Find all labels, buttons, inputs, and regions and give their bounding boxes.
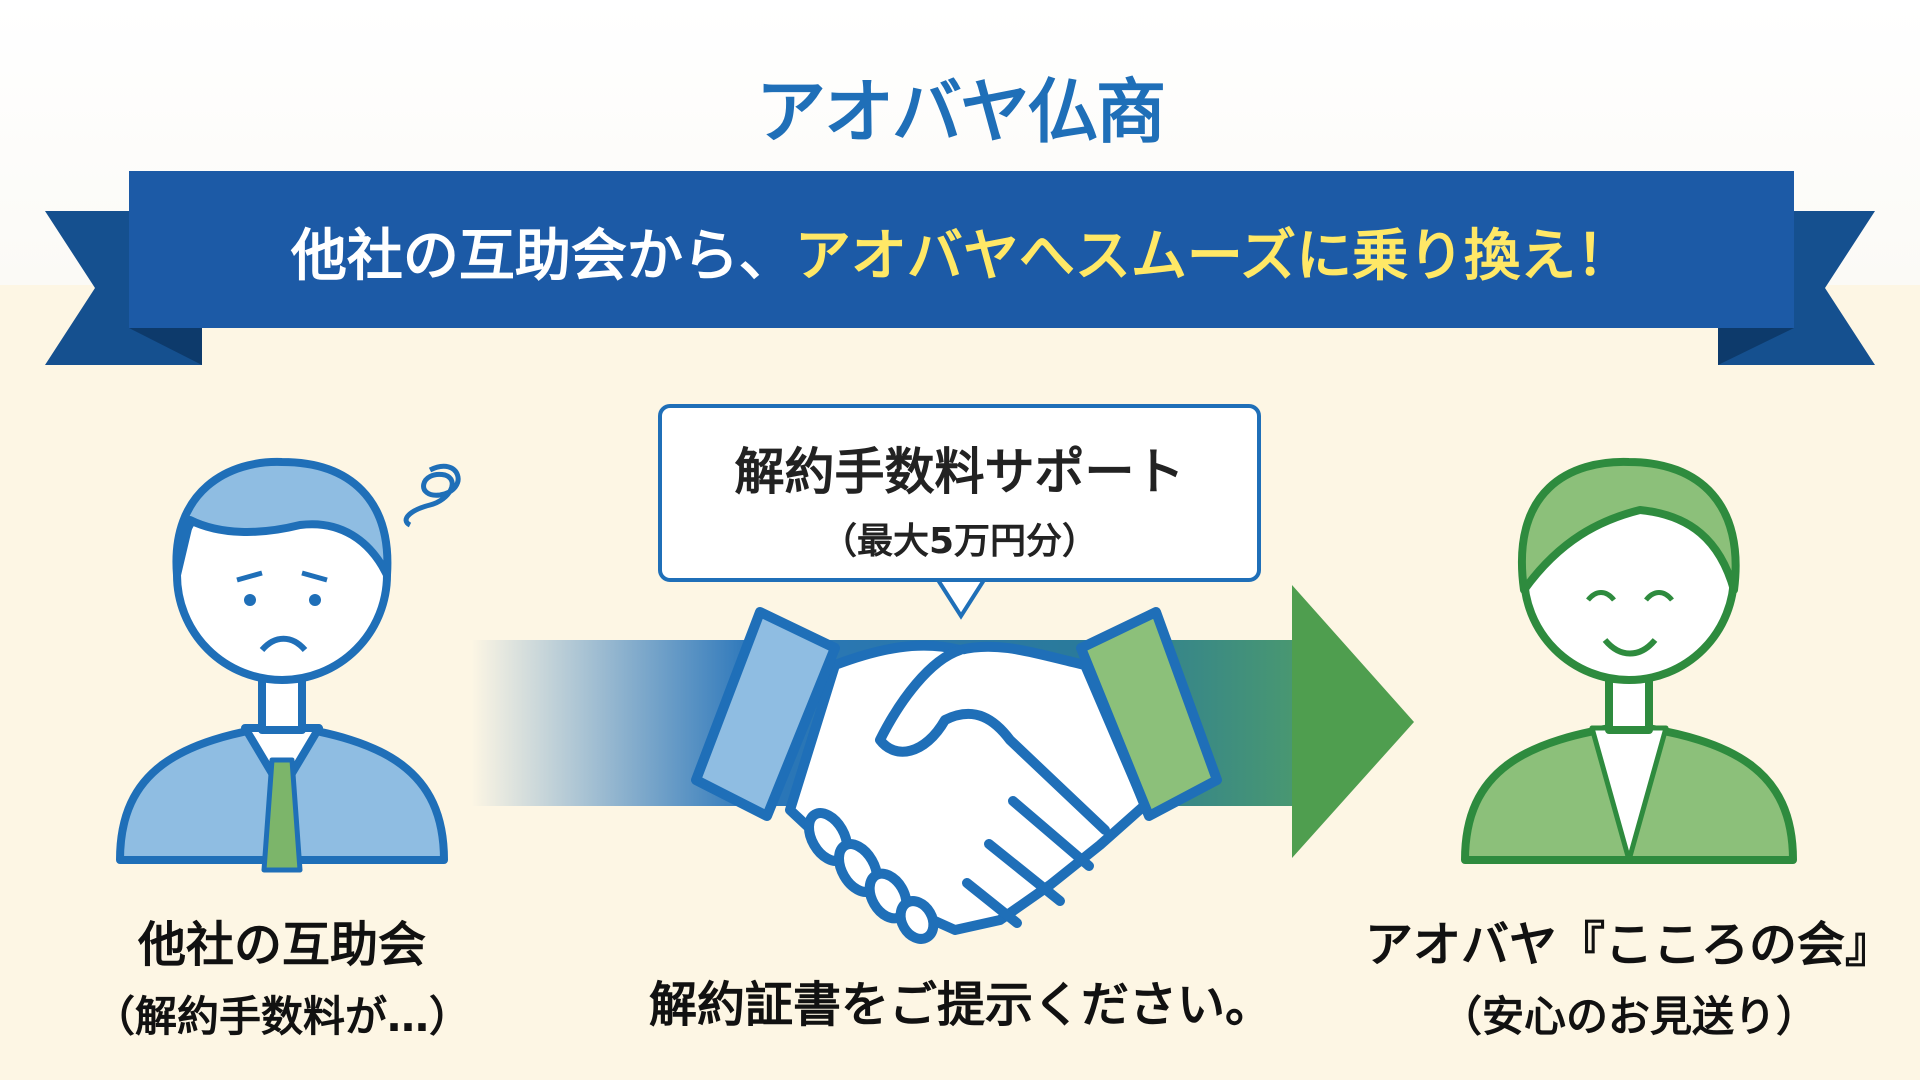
banner-title-prefix: 他社の互助会から、 [290,224,795,289]
center-caption-block: 解約証書をご提示ください。 [611,965,1311,1035]
right-person-name: アオバヤ『こころの会』 [1364,917,1893,973]
banner-title-highlight: アオバヤへスムーズに乗り換え！ [794,224,1633,289]
right-person-note: （安心のお見送り） [1439,992,1818,1041]
speech-bubble: 解約手数料サポート （最大5万円分） [658,404,1261,582]
center-caption: 解約証書をご提示ください。 [648,977,1273,1033]
left-person-name: 他社の互助会 [137,917,426,973]
right-cuff [1076,607,1222,821]
arrow-head [1292,585,1414,858]
left-person-label: 他社の互助会 （解約手数料が…） [82,905,482,1044]
bubble-tail [934,578,988,620]
ribbon-banner [45,171,1875,365]
smiling-person-icon [1461,457,1797,864]
company-logo: アオバヤ仏商 [756,71,1166,153]
worry-swirl-icon [403,463,461,528]
bubble-title: 解約手数料サポート [734,443,1185,501]
ribbon-left-fold [129,328,202,365]
handshake-icon [691,607,1222,944]
right-person-label: アオバヤ『こころの会』 （安心のお見送り） [1329,905,1920,1044]
left-person-note: （解約手数料が…） [92,992,471,1041]
ribbon-main [129,171,1794,328]
bubble-subtitle: （最大5万円分） [820,521,1099,562]
banner-title: 他社の互助会から、アオバヤへスムーズに乗り換え！ [129,211,1794,292]
worried-person-icon [116,457,461,873]
ribbon-right-fold [1718,328,1794,365]
left-cuff [691,607,840,821]
